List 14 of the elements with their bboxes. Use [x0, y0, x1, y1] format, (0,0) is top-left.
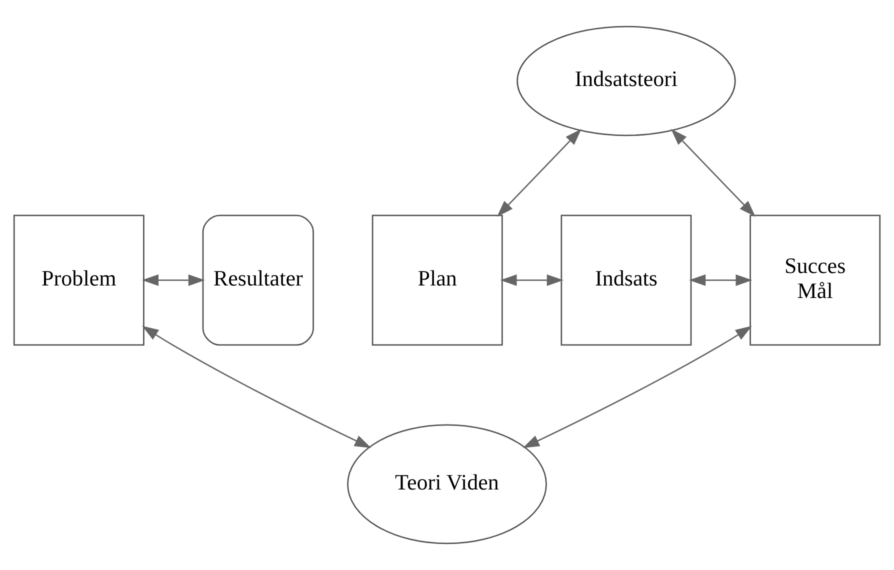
- arrow: [142, 274, 205, 286]
- node-box: Resultater: [202, 214, 314, 346]
- arrow: [689, 274, 752, 286]
- arrow: [496, 128, 582, 217]
- node-ellipse: Teori Viden: [347, 424, 547, 544]
- arrow: [670, 128, 756, 217]
- node-box: Problem: [13, 214, 144, 346]
- arrow: [500, 274, 564, 286]
- node-box: Plan: [372, 214, 503, 346]
- arrow: [142, 326, 372, 448]
- node-ellipse: Indsatsteori: [516, 26, 736, 136]
- arrow: [522, 326, 752, 448]
- node-box: Indsats: [560, 214, 692, 346]
- node-box: Succes Mål: [750, 214, 881, 346]
